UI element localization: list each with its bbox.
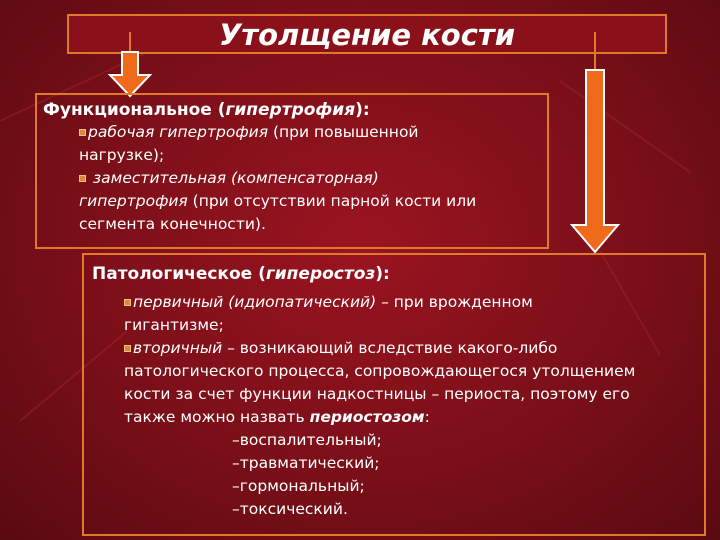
- sublist-item: –гормональный;: [232, 477, 365, 495]
- functional-list: рабочая гипертрофия (при повышенной нагр…: [43, 121, 547, 236]
- item-text: – при врожденном: [376, 293, 533, 311]
- heading-italic: гипертрофия: [225, 100, 356, 120]
- list-item: вторичный – возникающий вследствие каког…: [124, 337, 702, 429]
- item-italic: рабочая гипертрофия: [88, 123, 269, 141]
- pathological-heading: Патологическое (гиперостоз):: [92, 263, 702, 285]
- item-text: – возникающий вследствие какого-либо: [222, 339, 558, 357]
- list-item: заместительная (компенсаторная) гипертро…: [79, 167, 547, 236]
- square-bullet-icon: [124, 345, 131, 352]
- heading-text: Функциональное (: [43, 100, 226, 120]
- functional-heading: Функциональное (гипертрофия):: [43, 99, 547, 121]
- heading-text: Патологическое (: [92, 264, 266, 284]
- square-bullet-icon: [124, 299, 131, 306]
- item-italic: гипертрофия: [79, 192, 188, 210]
- item-italic: первичный (идиопатический): [133, 293, 377, 311]
- item-text: кости за счет функции надкостницы – пери…: [124, 385, 630, 403]
- arrow-down-icon: [569, 32, 621, 254]
- list-item: первичный (идиопатический) – при врожден…: [124, 291, 702, 337]
- square-bullet-icon: [79, 175, 86, 182]
- sublist-item: –травматический;: [232, 454, 380, 472]
- sublist-item: –токсический.: [232, 500, 348, 518]
- list-item: рабочая гипертрофия (при повышенной нагр…: [79, 121, 547, 167]
- heading-italic: гиперостоз: [265, 264, 376, 284]
- item-text: гигантизме;: [124, 316, 224, 334]
- item-text: (при отсутствии парной кости или: [187, 192, 477, 210]
- sublist-item: –воспалительный;: [232, 431, 382, 449]
- item-text: нагрузке);: [79, 146, 165, 164]
- sublist: –воспалительный; –травматический; –гормо…: [124, 429, 702, 521]
- pathological-list: первичный (идиопатический) – при врожден…: [92, 291, 702, 521]
- pathological-box: Патологическое (гиперостоз): первичный (…: [82, 253, 706, 536]
- item-italic: вторичный: [133, 339, 223, 357]
- item-text: сегмента конечности).: [79, 215, 266, 233]
- item-text: :: [424, 408, 430, 426]
- page-title: Утолщение кости: [218, 18, 516, 52]
- item-text: (при повышенной: [268, 123, 419, 141]
- arrow-down-icon: [107, 32, 153, 98]
- heading-text: ):: [375, 264, 390, 284]
- square-bullet-icon: [79, 129, 86, 136]
- item-text: также можно назвать: [124, 408, 310, 426]
- title-box: Утолщение кости: [67, 14, 667, 54]
- item-italic: заместительная (компенсаторная): [88, 169, 379, 187]
- heading-text: ):: [355, 100, 370, 120]
- functional-box: Функциональное (гипертрофия): рабочая ги…: [35, 93, 549, 249]
- item-text: патологического процесса, сопровождающег…: [124, 362, 636, 380]
- item-bold-italic: периостозом: [309, 408, 425, 426]
